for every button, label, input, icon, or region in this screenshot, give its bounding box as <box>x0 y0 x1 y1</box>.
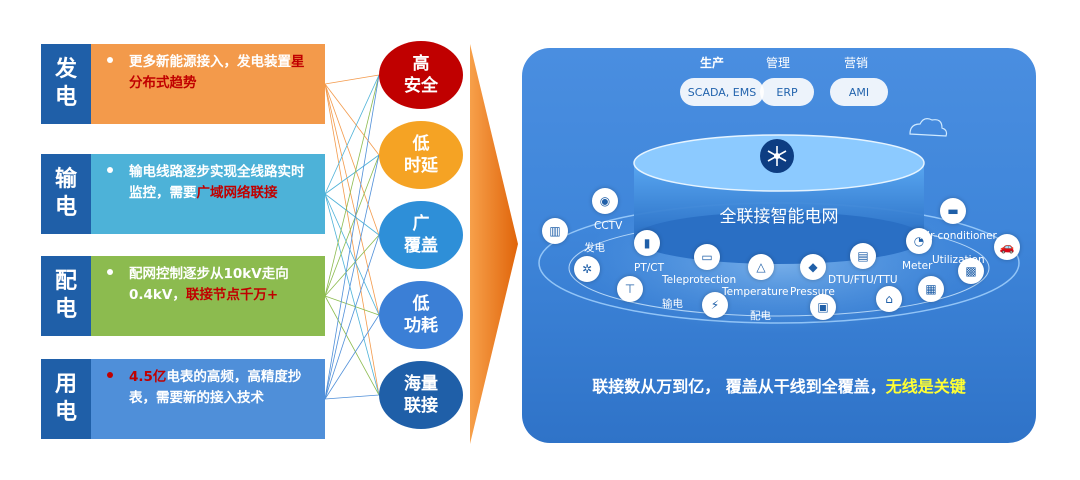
bullet-icon <box>107 167 113 173</box>
gauge-icon: ◔ <box>906 228 932 254</box>
factory-icon: ▥ <box>542 218 568 244</box>
tag-pressure: Pressure <box>790 286 835 298</box>
tag-temperature: Temperature <box>722 286 789 298</box>
solar-panel-icon: ▦ <box>918 276 944 302</box>
air-conditioner-icon: ▬ <box>940 198 966 224</box>
circle-wide-coverage: 广覆盖 <box>379 201 463 269</box>
flask-icon: △ <box>748 254 774 280</box>
bar-meter-icon: ▮ <box>634 230 660 256</box>
bullet-icon <box>107 269 113 275</box>
cloud-scada: SCADA, EMS <box>680 78 764 106</box>
circle-low-latency: 低时延 <box>379 121 463 189</box>
tag-generation: 发电 <box>584 242 605 254</box>
house-icon: ⌂ <box>876 286 902 312</box>
row-generation-box: 更多新能源接入，发电装置星分布式趋势 <box>91 44 325 124</box>
top-label-marketing: 营销 <box>844 56 869 70</box>
tag-teleprotection: Teleprotection <box>662 274 737 286</box>
cloud-ami: AMI <box>830 78 888 106</box>
tag-dtu: DTU/FTU/TTU <box>828 274 898 286</box>
circle-massive-connection: 海量联接 <box>379 361 463 429</box>
bottom-caption: 联接数从万到亿， 覆盖从干线到全覆盖，无线是关键 <box>592 377 966 396</box>
car-icon: 🚗 <box>994 234 1020 260</box>
orange-arrow <box>470 44 518 444</box>
row-distribution-box: 配网控制逐步从10kV走向0.4kV，联接节点千万+ <box>91 256 325 336</box>
tag-cctv: CCTV <box>594 220 623 232</box>
label-generation: 发电 <box>41 44 91 124</box>
label-consumption: 用电 <box>41 359 91 439</box>
bullet-icon <box>107 372 113 378</box>
camera-icon: ◉ <box>592 188 618 214</box>
tower-icon: ⚡ <box>702 292 728 318</box>
transformer-icon: ⊤ <box>617 276 643 302</box>
cloud-erp: ERP <box>760 78 814 106</box>
pump-icon: ▣ <box>810 294 836 320</box>
sensor-icon: ◆ <box>800 254 826 280</box>
tag-meter: Meter <box>902 260 933 272</box>
solar-array-icon: ▩ <box>958 258 984 284</box>
tag-distribution: 配电 <box>750 310 771 322</box>
circle-low-power: 低功耗 <box>379 281 463 349</box>
top-label-management: 管理 <box>766 56 791 70</box>
tag-air-conditioner: Air-conditioner <box>920 230 997 242</box>
tag-ptct: PT/CT <box>634 262 665 274</box>
top-label-production: 生产 <box>700 56 725 70</box>
center-label: 全联接智能电网 <box>719 207 839 227</box>
tag-transmission: 输电 <box>662 298 683 310</box>
tag-utilization: Utilization <box>932 254 985 266</box>
wind-turbine-icon: ✲ <box>574 256 600 282</box>
circle-high-security: 高安全 <box>379 41 463 109</box>
cloud-network-icon <box>909 118 948 137</box>
device-icon: ▭ <box>694 244 720 270</box>
cabinet-icon: ▤ <box>850 243 876 269</box>
label-distribution: 配电 <box>41 256 91 336</box>
row-transmission-box: 输电线路逐步实现全线路实时监控，需要广域网络联接 <box>91 154 325 234</box>
label-transmission: 输电 <box>41 154 91 234</box>
smart-grid-panel: 生产 管理 营销 SCADA, EMS ERP AMI 全联接智能电网 ▥ ◉ … <box>522 48 1036 443</box>
bullet-icon <box>107 57 113 63</box>
row-consumption-box: 4.5亿电表的高频，高精度抄表，需要新的接入技术 <box>91 359 325 439</box>
